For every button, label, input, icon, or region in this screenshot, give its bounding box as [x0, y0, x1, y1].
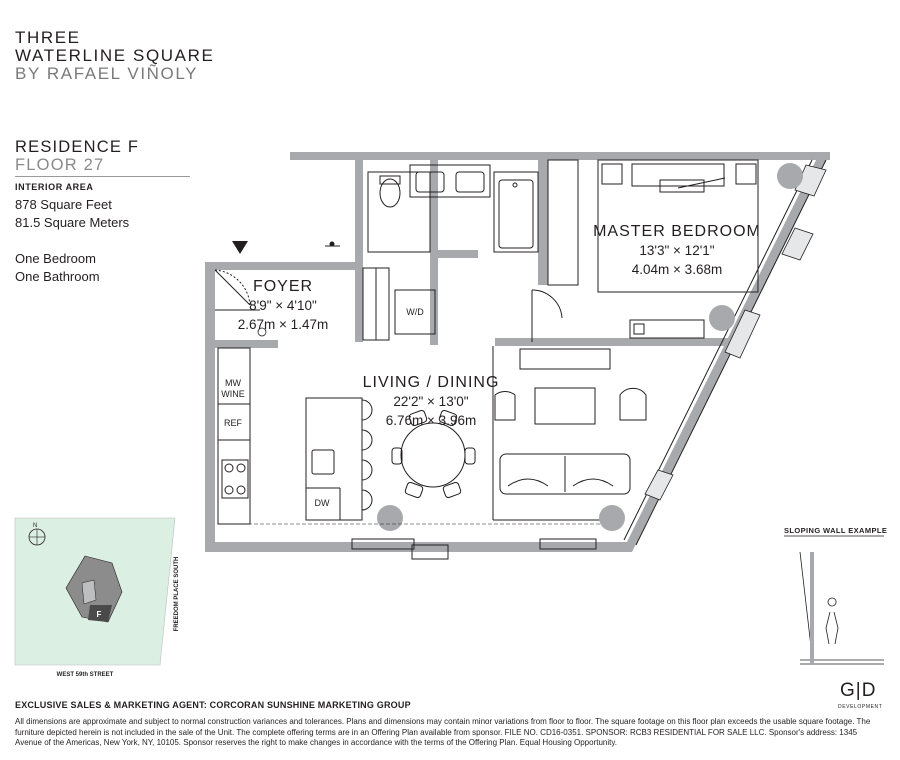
cooktop-icon: [221, 459, 249, 499]
columns: [377, 163, 803, 531]
kitchen-island: [305, 397, 363, 521]
bathroom: [325, 159, 579, 286]
sales-agent: EXCLUSIVE SALES & MARKETING AGENT: CORCO…: [15, 700, 411, 710]
foyer-label: FOYER: [253, 278, 313, 295]
human-scale-figure-icon: [825, 597, 839, 645]
residence-name: RESIDENCE F: [15, 138, 140, 156]
exterior-walls: [205, 152, 830, 552]
brand-architect: BY RAFAEL VIÑOLY: [15, 64, 199, 83]
brand-line-1: THREE: [15, 28, 81, 47]
bed-icon: [597, 159, 759, 293]
heading-divider: [15, 176, 190, 177]
living-dim-imperial: 22'2" × 13'0": [393, 394, 468, 409]
wd-label: W/D: [406, 307, 424, 317]
armchair-left: [494, 391, 516, 421]
appliance-labels: W/D MW WINE REF DW: [221, 307, 424, 508]
sloping-wall-sketch: [784, 535, 884, 665]
bathroom-count: One Bathroom: [15, 269, 100, 284]
living-furniture: [492, 346, 647, 521]
bathtub-icon: [493, 171, 539, 253]
foyer-dim-imperial: 8'9" × 4'10": [249, 298, 317, 313]
interior-area-label: INTERIOR AREA: [15, 182, 94, 192]
ref-label: REF: [224, 418, 243, 428]
area-square-feet: 878 Square Feet: [15, 197, 112, 212]
washer-dryer-closet: [394, 289, 436, 335]
dresser: [629, 319, 705, 339]
toilet-icon: [379, 178, 401, 208]
room-dimensions: 8'9" × 4'10" 2.67m × 1.47m 22'2" × 13'0"…: [238, 243, 722, 428]
mw-label: MW: [225, 378, 241, 388]
dw-label: DW: [315, 498, 330, 508]
wine-label: WINE: [221, 389, 245, 399]
sofa-icon: [499, 453, 631, 495]
street-label: WEST 59th STREET: [57, 672, 114, 678]
north-label: N: [33, 523, 37, 529]
sloping-wall-label: SLOPING WALL EXAMPLE: [784, 526, 888, 535]
foyer-dim-metric: 2.67m × 1.47m: [238, 317, 328, 332]
side-street-label: FREEDOM PLACE SOUTH: [174, 557, 180, 632]
media-console: [519, 348, 611, 370]
sink-icon: [311, 449, 335, 475]
residence-floor: FLOOR 27: [15, 156, 105, 174]
legal-disclaimer: All dimensions are approximate and subje…: [15, 717, 871, 747]
bedroom-count: One Bedroom: [15, 251, 96, 266]
developer-logo-sub: DEVELOPMENT: [838, 704, 883, 710]
room-labels: FOYER LIVING / DINING MASTER BEDROOM: [253, 223, 761, 391]
armchair-right: [619, 387, 647, 421]
thermostat-icon: [257, 327, 267, 337]
residence-heading: RESIDENCE F FLOOR 27: [15, 138, 139, 174]
living-dim-metric: 6.76m × 3.96m: [386, 413, 476, 428]
dining-set: [391, 409, 476, 499]
kitchen: [217, 347, 373, 525]
building-title: THREE WATERLINE SQUARE BY RAFAEL VIÑOLY: [15, 29, 214, 83]
master-dim-imperial: 13'3" × 12'1": [639, 243, 714, 258]
area-square-meters: 81.5 Square Meters: [15, 215, 130, 230]
foyer-area: [214, 267, 563, 342]
keyplan-unit-label: F: [97, 610, 102, 619]
entry-arrow-icon: [232, 241, 248, 254]
closet: [547, 159, 579, 286]
brand-line-2: WATERLINE SQUARE: [15, 46, 215, 65]
key-plan: F N WEST 59th STREET FREEDOM PLACE SOUTH: [14, 517, 180, 678]
vanity: [409, 164, 491, 198]
keyplan-unit: [88, 605, 112, 622]
master-label: MASTER BEDROOM: [593, 223, 761, 240]
living-label: LIVING / DINING: [363, 374, 500, 391]
coffee-table: [534, 387, 596, 425]
window-frames: [351, 159, 827, 560]
developer-logo: G|D: [840, 680, 877, 701]
bedroom-furniture: [597, 159, 759, 339]
master-dim-metric: 4.04m × 3.68m: [632, 262, 722, 277]
